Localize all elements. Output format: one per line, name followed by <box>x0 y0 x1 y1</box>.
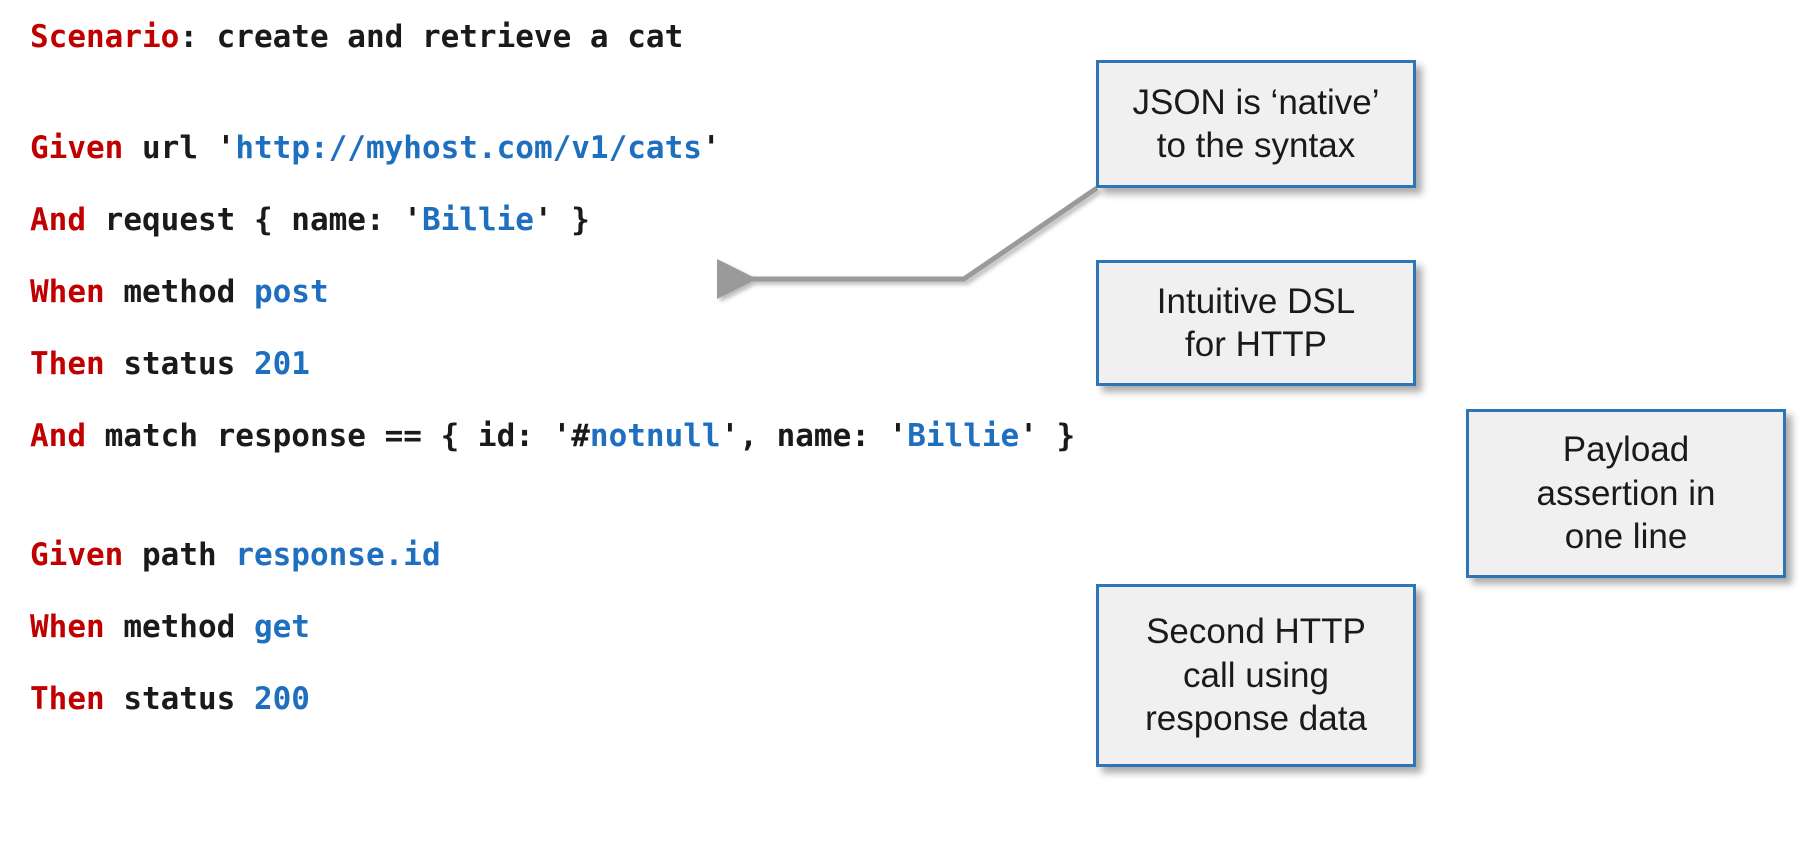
code-token-pun: } <box>1037 418 1076 454</box>
code-token-pun: method <box>104 609 254 645</box>
code-line-and-match-response: And match response == { id: '#notnull', … <box>30 421 1330 452</box>
code-token-val: 200 <box>253 681 310 717</box>
code-token-val: Billie <box>421 202 534 238</box>
code-token-pun: ' <box>403 202 422 238</box>
code-token-pun: : create and retrieve a cat <box>179 19 684 55</box>
code-line-given-url: Given url 'http://myhost.com/v1/cats' <box>30 133 1330 164</box>
code-token-kw: When <box>30 274 105 310</box>
code-token-pun: match response == { id: <box>86 418 553 454</box>
code-token-val: get <box>253 609 310 645</box>
code-line-when-method-get: When method get <box>30 612 1330 643</box>
code-line-scenario: Scenario: create and retrieve a cat <box>30 22 1330 53</box>
callout-intuitive-dsl-text: Intuitive DSL for HTTP <box>1156 281 1356 364</box>
code-line-then-status-201: Then status 201 <box>30 349 1330 380</box>
code-token-pun: status <box>104 346 254 382</box>
code-line-given-path: Given path response.id <box>30 540 1330 571</box>
code-token-pun: ' <box>701 130 721 166</box>
code-token-kw: And <box>30 202 86 238</box>
callout-second-http: Second HTTP call using response data <box>1096 584 1416 767</box>
code-token-kw: Given <box>30 537 124 573</box>
code-token-val: response.id <box>235 537 441 573</box>
code-token-val: 201 <box>253 346 310 382</box>
code-token-kw: Then <box>30 346 105 382</box>
code-token-pun: '# <box>552 418 590 454</box>
code-line-and-request: And request { name: 'Billie' } <box>30 205 1330 236</box>
callout-second-http-text: Second HTTP call using response data <box>1145 612 1367 739</box>
code-token-pun: } <box>552 202 590 238</box>
code-token-pun: url <box>123 130 217 166</box>
code-token-pun: ' <box>533 202 553 238</box>
code-token-val: post <box>253 274 329 310</box>
code-token-kw: And <box>30 418 86 454</box>
callout-json-native: JSON is ‘native’ to the syntax <box>1096 60 1416 188</box>
code-token-pun: ' <box>216 130 236 166</box>
code-token-pun: request { name: <box>86 202 404 238</box>
code-token-pun: ' <box>888 418 908 454</box>
code-token-val: notnull <box>589 418 721 454</box>
code-token-kw: When <box>30 609 105 645</box>
code-token-pun: ' <box>1019 418 1038 454</box>
code-token-pun: path <box>123 537 236 573</box>
callout-intuitive-dsl: Intuitive DSL for HTTP <box>1096 260 1416 386</box>
callout-json-native-text: JSON is ‘native’ to the syntax <box>1132 82 1380 165</box>
code-line-then-status-200: Then status 200 <box>30 684 1330 715</box>
code-token-pun: , name: <box>739 418 889 454</box>
code-token-pun: status <box>104 681 254 717</box>
code-token-kw: Given <box>30 130 124 166</box>
callout-payload-assertion: Payload assertion in one line <box>1466 409 1786 578</box>
callout-payload-assertion-text: Payload assertion in one line <box>1536 430 1716 557</box>
code-token-pun: method <box>104 274 254 310</box>
code-token-val: http://myhost.com/v1/cats <box>235 130 702 166</box>
code-token-kw: Then <box>30 681 105 717</box>
code-line-when-method-post: When method post <box>30 277 1330 308</box>
code-token-val: Billie <box>907 418 1020 454</box>
code-token-kw: Scenario <box>30 19 180 55</box>
code-token-pun: ' <box>720 418 740 454</box>
